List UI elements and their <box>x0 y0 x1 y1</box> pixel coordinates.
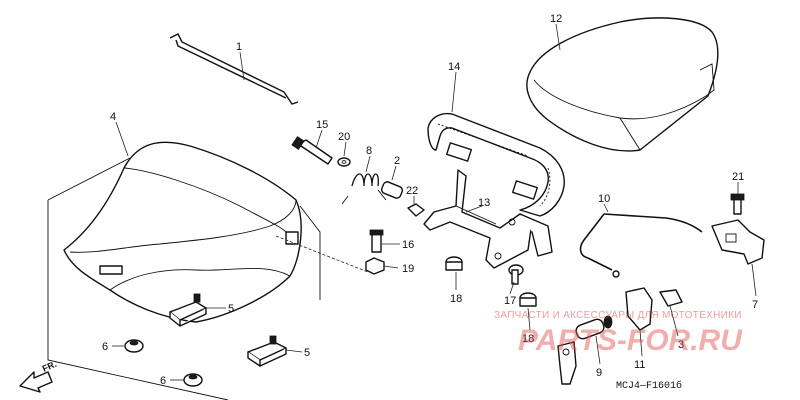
part-11-lock-stay <box>625 287 683 331</box>
callout-19: 19 <box>402 263 414 275</box>
leader-lines <box>112 23 757 381</box>
watermark: ЗАПЧАСТИ И АКСЕССУАРЫ ДЛЯ МОТОТЕХНИКИ PA… <box>494 310 743 357</box>
callout-6-upper: 6 <box>102 341 108 353</box>
callout-8: 8 <box>366 145 372 157</box>
part-8-spring <box>341 173 387 205</box>
callout-4: 4 <box>110 111 116 123</box>
callout-1: 1 <box>236 41 242 53</box>
part-21-bolt <box>730 193 745 215</box>
part-10-seat-lock-cable <box>579 213 703 278</box>
callout-2: 2 <box>394 155 400 167</box>
part-18-cushion-lower <box>519 292 537 307</box>
watermark-tagline: ЗАПЧАСТИ И АКСЕССУАРЫ ДЛЯ МОТОТЕХНИКИ <box>494 310 742 321</box>
watermark-logo: PARTS-FOR.RU <box>518 324 743 357</box>
part-1-seat-rod <box>169 33 299 105</box>
part-5-seat-rubber-lower <box>247 335 287 367</box>
callout-17: 17 <box>504 295 516 307</box>
callout-18-lower: 18 <box>522 333 534 345</box>
callout-6-lower: 6 <box>160 375 166 387</box>
part-9-key-cylinder <box>557 315 613 385</box>
callout-11: 11 <box>634 359 645 371</box>
callout-12: 12 <box>550 13 562 25</box>
callout-15: 15 <box>316 119 328 131</box>
callout-13: 13 <box>478 197 490 209</box>
callout-21: 21 <box>732 171 744 183</box>
front-label: FR. <box>41 359 58 374</box>
callout-9: 9 <box>596 367 602 379</box>
part-15-bolt <box>291 136 333 165</box>
seat-assembly-frame <box>47 157 321 400</box>
callout-10: 10 <box>598 193 610 205</box>
part-6-cushion-lower <box>183 373 203 387</box>
part-6-cushion-upper <box>124 339 144 353</box>
part-18-cushion-upper <box>445 256 463 271</box>
part-19-nut <box>365 257 385 275</box>
callout-5-upper: 5 <box>228 303 234 315</box>
part-13-seat-bracket <box>423 169 553 269</box>
callout-22: 22 <box>406 185 418 197</box>
callout-5-lower: 5 <box>304 347 310 359</box>
diagram-code: MCJ4—F1601б <box>616 379 682 392</box>
part-14-grab-rail <box>427 112 565 217</box>
front-direction-marker: FR. <box>19 359 58 393</box>
part-20-washer <box>337 157 351 167</box>
callout-16: 16 <box>402 239 414 251</box>
part-12-rear-seat-cowl <box>526 17 719 152</box>
part-22-nut <box>407 203 425 217</box>
part-16-bolt <box>369 229 384 253</box>
callout-20: 20 <box>338 131 350 143</box>
part-2-collar <box>380 181 404 199</box>
part-4-main-seat <box>63 141 302 323</box>
part-17-bolt <box>508 264 524 285</box>
callout-18-upper: 18 <box>450 293 462 305</box>
callout-3: 3 <box>678 339 684 351</box>
part-7-seat-lock <box>711 219 765 265</box>
callout-labels: 1 2 3 4 5 5 6 6 7 8 9 10 11 12 13 14 15 … <box>102 13 758 387</box>
callout-7: 7 <box>752 299 758 311</box>
callout-14: 14 <box>448 61 460 73</box>
